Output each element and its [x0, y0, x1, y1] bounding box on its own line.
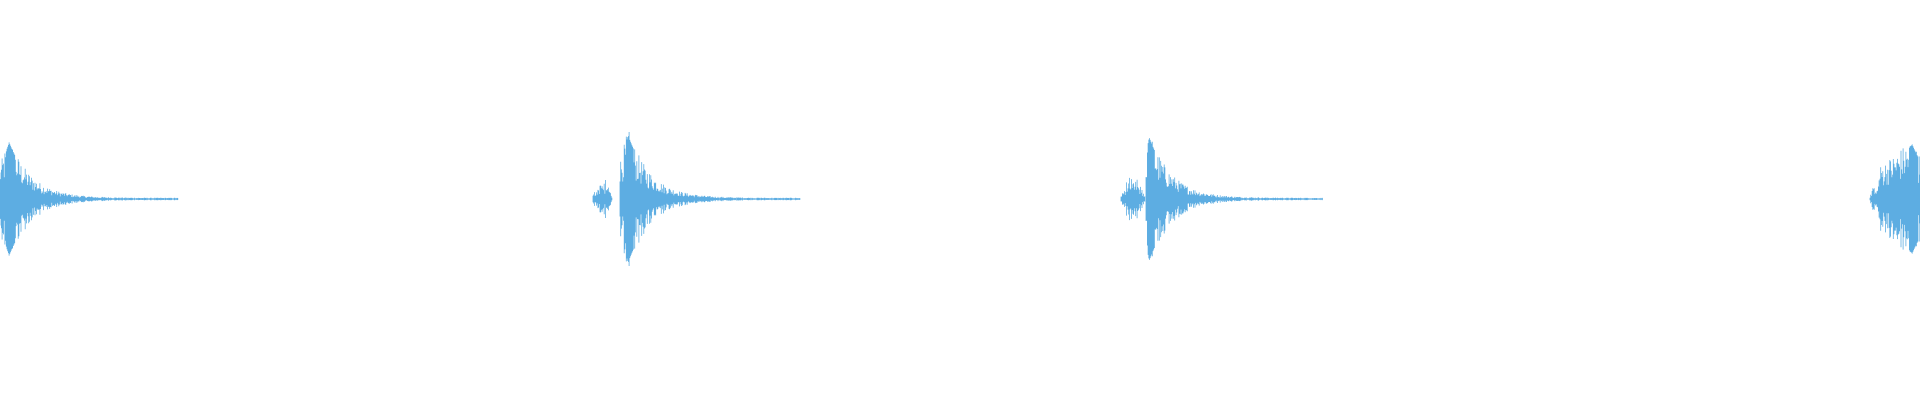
waveform-clip-4[interactable] [1869, 144, 1920, 254]
waveform-clip-1[interactable] [0, 142, 179, 256]
waveform-samples [1120, 138, 1323, 260]
waveform-samples [0, 142, 179, 256]
waveform-samples [592, 132, 801, 266]
waveform-clip-2[interactable] [592, 132, 801, 266]
waveform-clip-3[interactable] [1120, 138, 1323, 260]
waveform-samples [1869, 144, 1920, 254]
